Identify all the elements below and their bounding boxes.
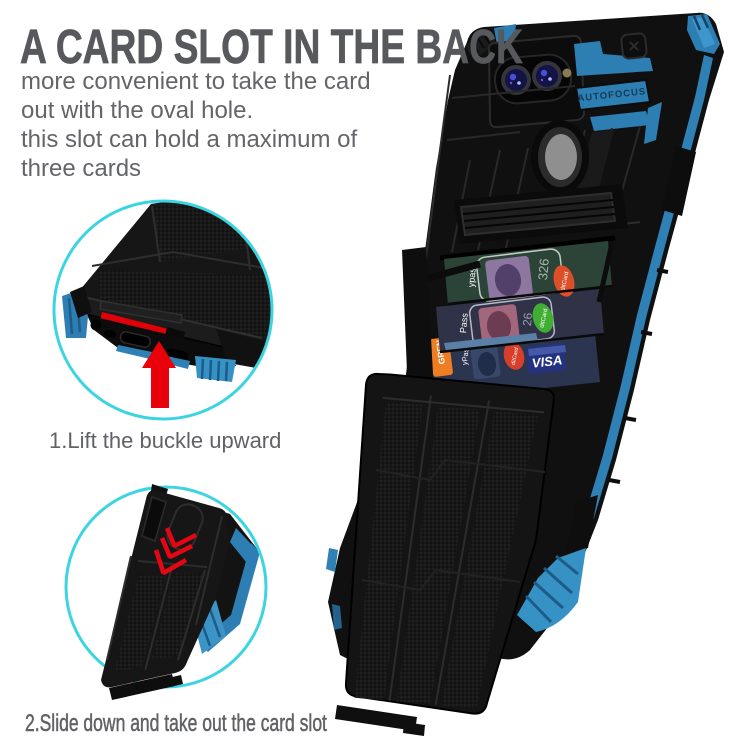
svg-text:326: 326 [535, 258, 552, 281]
svg-text:ditCard: ditCard [540, 308, 550, 328]
svg-text:Pass: Pass [458, 312, 470, 333]
svg-text:ditCard: ditCard [511, 347, 521, 366]
svg-text:ditCard: ditCard [561, 271, 571, 291]
svg-text:26: 26 [520, 312, 535, 327]
svg-text:yPass: yPass [460, 344, 471, 365]
svg-text:VISA: VISA [531, 352, 563, 371]
